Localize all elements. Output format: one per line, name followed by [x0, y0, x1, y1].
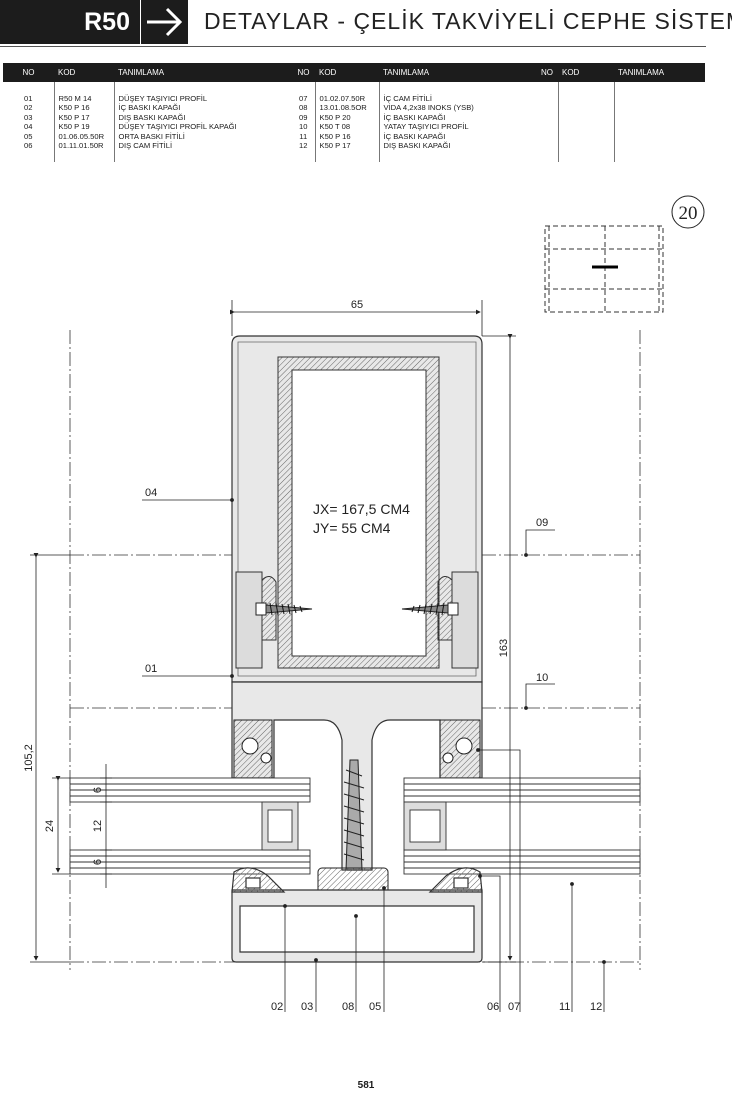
- series-badge: R50: [0, 0, 140, 44]
- col-header-no: NO: [536, 63, 558, 82]
- dim-gap-label: 12: [92, 820, 104, 832]
- col-header-tanimlama: TANIMLAMA: [114, 63, 292, 82]
- callout-03: 03: [301, 1001, 313, 1013]
- series-badge-text: R50: [84, 7, 130, 36]
- detail-number: 20: [679, 203, 698, 224]
- col-header-kod: KOD: [315, 63, 379, 82]
- arrow-right-icon: [141, 0, 188, 44]
- inertia-jx: JX= 167,5 CM4: [313, 501, 410, 517]
- col-header-no: NO: [3, 63, 54, 82]
- inner-gasket-right: [439, 719, 481, 779]
- dimension-width: [230, 300, 483, 336]
- col-header-tanimlama: TANIMLAMA: [379, 63, 536, 82]
- detail-number-badge: 20: [671, 195, 705, 229]
- side-screw-left: [255, 602, 313, 616]
- header-divider: [0, 46, 706, 47]
- dimension-glass-layers: [100, 764, 112, 888]
- page-number: 581: [357, 1080, 375, 1091]
- dimension-height: [482, 334, 516, 963]
- inner-gasket-left: [233, 719, 273, 779]
- glass-unit-left: [69, 777, 311, 875]
- col-header-kod: KOD: [54, 63, 114, 82]
- central-screw: [317, 759, 389, 899]
- glass-unit-right: [403, 777, 641, 875]
- callout-11: 11: [559, 1001, 570, 1013]
- col-header-tanimlama: TANIMLAMA: [614, 63, 705, 82]
- callout-12: 12: [590, 1001, 602, 1013]
- table-header-row: NO KOD TANIMLAMA NO KOD TANIMLAMA NO KOD…: [3, 63, 705, 82]
- callout-01: 01: [145, 663, 157, 675]
- callout-10: 10: [536, 672, 548, 684]
- callout-05: 05: [369, 1001, 381, 1013]
- callout-08: 08: [342, 1001, 354, 1013]
- dim-pane-inner-label: 6: [92, 859, 104, 865]
- col-header-kod: KOD: [558, 63, 614, 82]
- page-title: DETAYLAR - ÇELİK TAKVİYELİ CEPHE SİSTEMİ: [204, 8, 732, 34]
- dim-height-label: 163: [498, 639, 510, 657]
- dim-glass-total-label: 24: [44, 820, 56, 832]
- callout-06: 06: [487, 1001, 499, 1013]
- dim-width-label: 65: [351, 299, 363, 311]
- callout-02: 02: [271, 1001, 283, 1013]
- callout-09: 09: [536, 517, 548, 529]
- callout-leaders: [142, 498, 606, 1012]
- col-header-no: NO: [292, 63, 315, 82]
- dimension-left-height: [30, 553, 70, 963]
- dim-left-height-label: 105,2: [23, 744, 35, 772]
- callout-07: 07: [508, 1001, 520, 1013]
- pressure-plate: [231, 867, 483, 963]
- inertia-jy: JY= 55 CM4: [313, 520, 391, 536]
- key-plan-icon: [544, 225, 664, 313]
- dim-pane-outer-label: 6: [92, 787, 104, 793]
- callout-04: 04: [145, 487, 157, 499]
- dimension-glass-total: [52, 776, 70, 875]
- steel-reinforcement: [277, 356, 440, 669]
- side-screw-right: [401, 602, 459, 616]
- parts-table: NO KOD TANIMLAMA NO KOD TANIMLAMA NO KOD…: [3, 63, 705, 163]
